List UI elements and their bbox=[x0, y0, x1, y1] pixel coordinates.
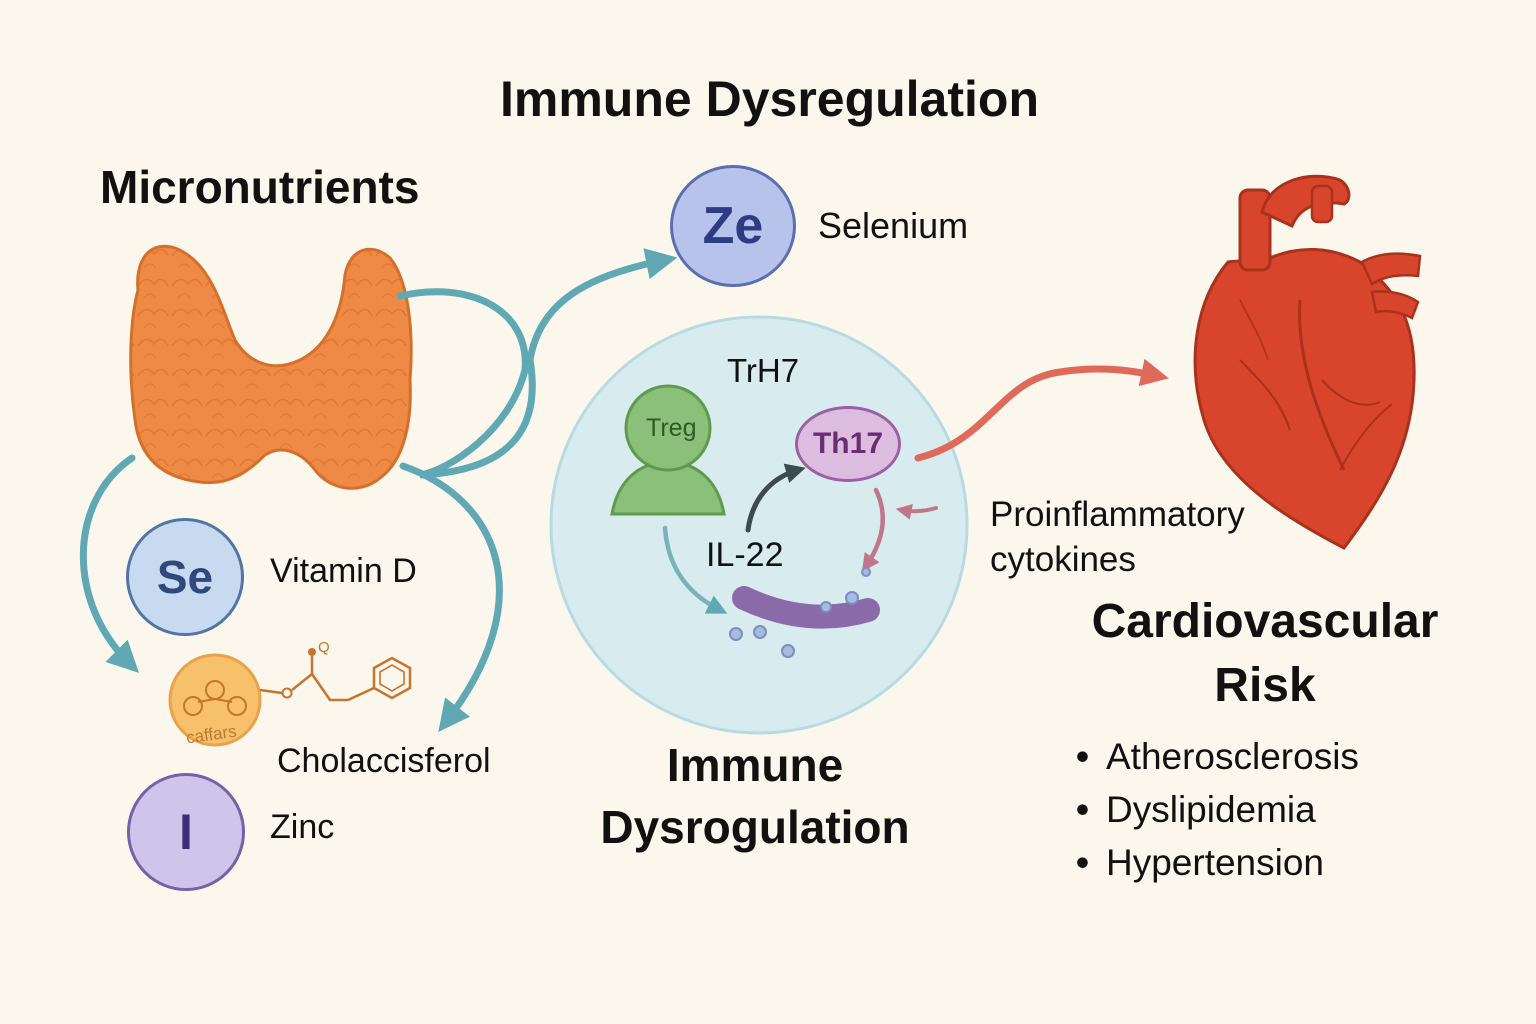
immune-title-bottom-line1: Immune bbox=[666, 739, 844, 791]
vitamin-d-label: Vitamin D bbox=[270, 552, 417, 590]
risk-item-text: Hypertension bbox=[1106, 842, 1325, 883]
zinc-label: Zinc bbox=[270, 808, 335, 846]
arrow-th17-to-bacteria bbox=[861, 487, 886, 572]
bullet-icon: • bbox=[1076, 842, 1089, 883]
treg-label: Treg bbox=[646, 414, 697, 442]
svg-text:Q: Q bbox=[318, 639, 330, 656]
arrow-treg-to-bacteria bbox=[662, 525, 728, 614]
selenium-symbol-circle: Ze bbox=[670, 165, 796, 287]
il22-label: IL-22 bbox=[706, 536, 784, 574]
heart-icon bbox=[1193, 174, 1422, 550]
arrow-th17-to-heart bbox=[914, 358, 1169, 462]
bacteria-icon bbox=[729, 567, 880, 658]
thyroid-icon bbox=[129, 244, 413, 490]
arrow-thyroid-to-cholecalciferol bbox=[79, 454, 139, 673]
vitamin-d-symbol-circle: Se bbox=[126, 518, 244, 636]
bullet-icon: • bbox=[1076, 736, 1089, 777]
immune-cell-label: TrH7 bbox=[727, 352, 800, 389]
arrow-cytokines-to-th17 bbox=[895, 504, 938, 520]
cytokines-label-line1: Proinflammatory bbox=[990, 495, 1245, 534]
cardio-title-line1: Cardiovascular bbox=[1091, 595, 1439, 648]
risk-item-text: Atherosclerosis bbox=[1106, 736, 1359, 777]
molecule-icon: Q bbox=[168, 639, 412, 747]
risk-item: • Dyslipidemia bbox=[1076, 783, 1359, 836]
risk-item: • Hypertension bbox=[1076, 836, 1359, 889]
cholecalciferol-label: Cholaccisferol bbox=[277, 742, 491, 780]
arrow-il22-to-th17 bbox=[745, 463, 806, 533]
micronutrients-title: Micronutrients bbox=[100, 161, 420, 213]
cytokines-label-line2: cytokines bbox=[990, 540, 1136, 579]
treg-cell-icon bbox=[610, 384, 726, 516]
diagram-title-top: Immune Dysregulation bbox=[500, 71, 1039, 127]
risk-item: • Atherosclerosis bbox=[1076, 730, 1359, 783]
bullet-icon: • bbox=[1076, 789, 1089, 830]
arrow-thyroid-to-zinc bbox=[399, 462, 503, 732]
risk-list: • Atherosclerosis • Dyslipidemia • Hyperten… bbox=[1076, 730, 1359, 889]
cardio-title-line2: Risk bbox=[1214, 659, 1316, 712]
zinc-symbol-circle: I bbox=[127, 773, 245, 891]
immune-title-bottom-line2: Dysrogulation bbox=[600, 801, 910, 853]
risk-item-text: Dyslipidemia bbox=[1106, 789, 1316, 830]
selenium-label: Selenium bbox=[818, 205, 969, 246]
th17-cell: Th17 bbox=[795, 406, 901, 482]
